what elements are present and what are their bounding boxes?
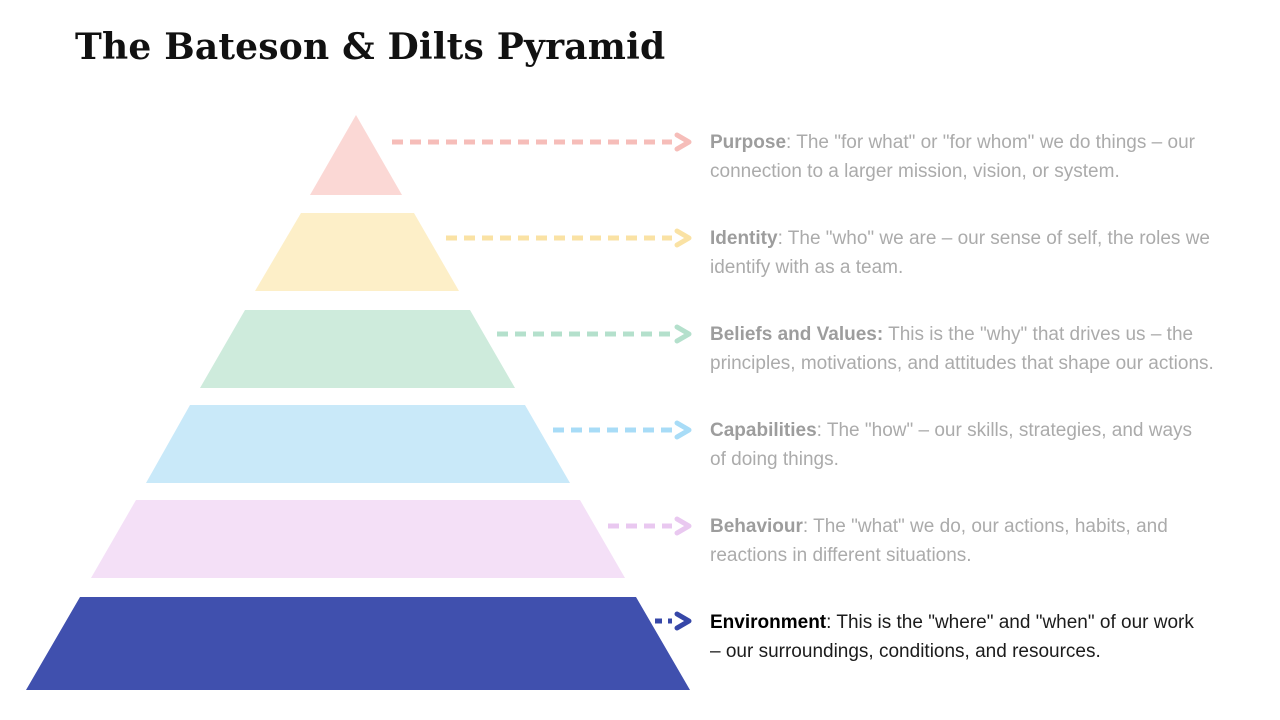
pyramid-level-capabilities	[146, 405, 570, 483]
pyramid-level-purpose	[310, 115, 402, 195]
pyramid-level-environment	[26, 597, 690, 690]
arrow-beliefs	[497, 324, 692, 344]
description-capabilities-label: Capabilities	[710, 420, 817, 441]
arrow-identity	[446, 228, 692, 248]
description-purpose-text: : The "for what" or "for whom" we do thi…	[710, 132, 1195, 182]
description-purpose: Purpose: The "for what" or "for whom" we…	[710, 128, 1270, 186]
description-behaviour: Behaviour: The "what" we do, our actions…	[710, 512, 1270, 570]
description-capabilities: Capabilities: The "how" – our skills, st…	[710, 416, 1270, 474]
pyramid-level-beliefs	[200, 310, 515, 388]
pyramid-level-behaviour	[91, 500, 625, 578]
arrow-capabilities	[553, 420, 692, 440]
description-beliefs-text: This is the "why" that drives us – the p…	[710, 324, 1214, 374]
description-environment: Environment: This is the "where" and "wh…	[710, 608, 1270, 666]
page-title: The Bateson & Dilts Pyramid	[75, 26, 666, 68]
description-beliefs-label: Beliefs and Values:	[710, 324, 884, 345]
arrow-environment	[655, 611, 692, 631]
description-behaviour-label: Behaviour	[710, 516, 803, 537]
arrow-purpose	[392, 132, 692, 152]
pyramid-level-identity	[255, 213, 459, 291]
description-beliefs: Beliefs and Values: This is the "why" th…	[710, 320, 1270, 378]
description-environment-text: : This is the "where" and "when" of our …	[710, 612, 1194, 662]
description-environment-label: Environment	[710, 612, 827, 633]
arrow-behaviour	[608, 516, 692, 536]
description-identity-text: : The "who" we are – our sense of self, …	[710, 228, 1210, 278]
description-identity-label: Identity	[710, 228, 778, 249]
description-identity: Identity: The "who" we are – our sense o…	[710, 224, 1270, 282]
description-purpose-label: Purpose	[710, 132, 787, 153]
description-capabilities-text: : The "how" – our skills, strategies, an…	[710, 420, 1193, 470]
description-behaviour-text: : The "what" we do, our actions, habits,…	[710, 516, 1168, 566]
